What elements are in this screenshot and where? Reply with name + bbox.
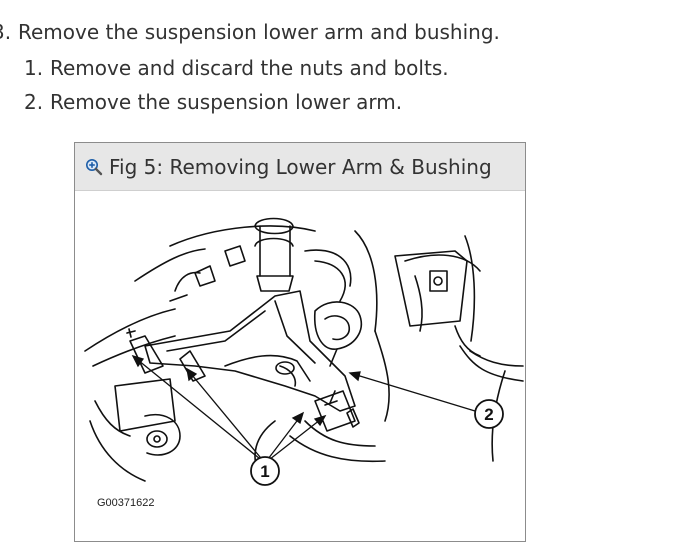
- figure-code: G00371622: [97, 497, 155, 509]
- callout-1: 1: [250, 456, 280, 486]
- substep-1: 1.Remove and discard the nuts and bolts.: [24, 56, 449, 80]
- callout-2: 2: [474, 399, 504, 429]
- step-number: 3.: [0, 20, 12, 44]
- step-text: Remove the suspension lower arm and bush…: [18, 20, 500, 44]
- substep-number: 1.: [24, 56, 44, 80]
- suspension-diagram: 1 2: [84, 217, 524, 486]
- callout-1-label: 1: [260, 462, 269, 481]
- figure-panel: Fig 5: Removing Lower Arm & Bushing: [74, 142, 526, 542]
- zoom-in-icon[interactable]: [85, 158, 103, 176]
- substep-text: Remove the suspension lower arm.: [50, 90, 403, 114]
- figure-header[interactable]: Fig 5: Removing Lower Arm & Bushing: [75, 143, 525, 191]
- callout-2-label: 2: [484, 405, 493, 424]
- substep-2: 2.Remove the suspension lower arm.: [24, 90, 402, 114]
- procedure-step-3: 3.Remove the suspension lower arm and bu…: [0, 20, 500, 44]
- substep-text: Remove and discard the nuts and bolts.: [50, 56, 449, 80]
- figure-illustration[interactable]: 1 2 G00371622: [75, 191, 525, 543]
- substep-number: 2.: [24, 90, 44, 114]
- figure-title: Fig 5: Removing Lower Arm & Bushing: [109, 154, 492, 179]
